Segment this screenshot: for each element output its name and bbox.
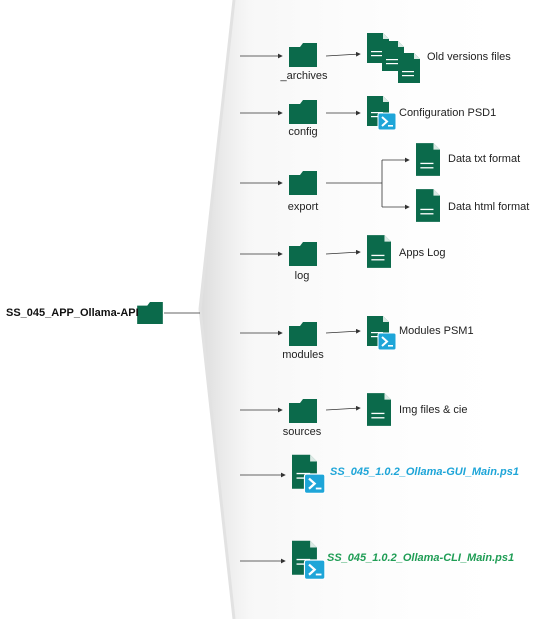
- folder-label-sources[interactable]: sources: [282, 426, 322, 438]
- root-folder-label: SS_045_APP_Ollama-API: [6, 307, 139, 319]
- folder-label-config[interactable]: config: [288, 126, 318, 138]
- arrow-archives-files: [325, 51, 361, 57]
- main-script-label-cli[interactable]: SS_045_1.0.2_Ollama-CLI_Main.ps1: [327, 552, 515, 564]
- target-label-config: Configuration PSD1: [399, 107, 497, 119]
- root-folder-icon: [137, 302, 163, 324]
- document-icon-stack-3: [398, 53, 420, 83]
- target-label-sources: Img files & cie: [399, 404, 468, 416]
- document-icon-log: [367, 235, 391, 268]
- folder-label-export[interactable]: export: [287, 201, 319, 213]
- target-label-archives: Old versions files: [427, 51, 511, 63]
- folder-label-log[interactable]: log: [294, 270, 310, 282]
- document-icon-html: [416, 189, 440, 222]
- target-label-modules: Modules PSM1: [399, 325, 474, 337]
- target-label-export-txt: Data txt format: [448, 153, 521, 165]
- arrow-sources-file: [325, 405, 361, 411]
- target-label-export-html: Data html format: [448, 201, 530, 213]
- folder-label-modules[interactable]: modules: [282, 349, 324, 361]
- background-panel: [200, 0, 534, 619]
- folder-label-archives[interactable]: _archives: [280, 70, 328, 82]
- document-icon-sources: [367, 393, 391, 426]
- main-script-label-gui[interactable]: SS_045_1.0.2_Ollama-GUI_Main.ps1: [330, 466, 519, 478]
- document-icon-txt: [416, 143, 440, 176]
- target-label-log: Apps Log: [399, 247, 446, 259]
- arrow-log-file: [325, 249, 361, 255]
- arrow-modules-file: [325, 328, 361, 334]
- background-panel-edge: [198, 0, 236, 619]
